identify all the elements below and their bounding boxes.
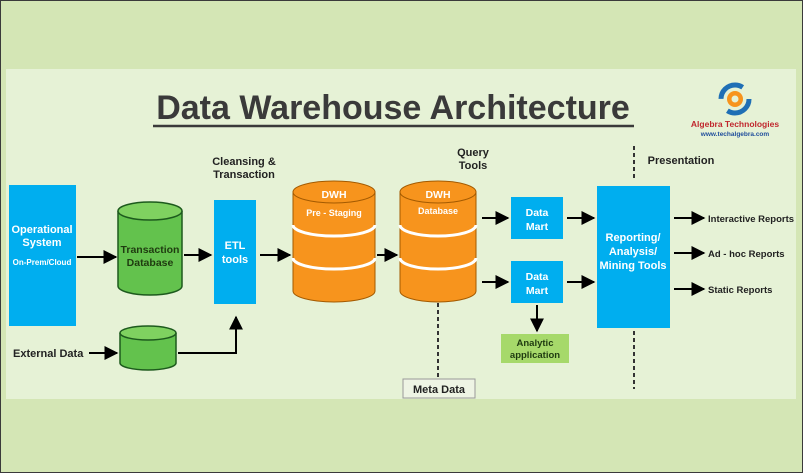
operational-system-line2: System [22,237,61,249]
output-interactive-reports: Interactive Reports [708,214,794,225]
logo-company-name: Algebra Technologies [691,119,779,129]
analytic-application-line2: application [510,350,560,361]
dwh-pre-staging-cylinder [291,180,377,303]
analytic-application-line1: Analytic [517,338,554,349]
output-adhoc-reports: Ad - hoc Reports [708,249,785,260]
algebra-technologies-logo-icon [718,82,752,116]
data-mart-box-top [511,197,563,239]
operational-system-box [9,185,76,326]
transaction-database-line1: Transaction [121,244,180,256]
dwh-database-cylinder [398,180,478,303]
transaction-database-line2: Database [127,257,174,269]
etl-tools-line1: ETL [225,240,246,252]
data-mart-bottom-line1: Data [526,271,549,283]
reporting-tools-line3: Mining Tools [599,260,666,272]
output-static-reports: Static Reports [708,285,772,296]
operational-system-line1: Operational [11,224,72,236]
page-title: Data Warehouse Architecture [156,89,630,127]
etl-tools-line2: tools [222,254,248,266]
data-mart-bottom-line2: Mart [526,285,549,297]
data-mart-top-line2: Mart [526,221,549,233]
analytic-application-box [501,334,569,363]
arrow-external-to-etl [178,315,243,354]
operational-system-line3: On-Prem/Cloud [13,258,72,267]
dwh-pre-staging-line2: Pre - Staging [306,208,362,218]
cleansing-label-line2: Transaction [213,169,275,181]
transaction-database-cylinder [117,201,183,296]
dwh-database-line1: DWH [425,189,450,201]
presentation-label: Presentation [648,155,715,167]
reporting-tools-box [597,186,670,328]
reporting-tools-line1: Reporting/ [606,232,661,244]
query-tools-label-line1: Query [457,147,490,159]
dwh-pre-staging-line1: DWH [321,189,346,201]
reporting-tools-line2: Analysis/ [609,246,657,258]
meta-data-label: Meta Data [413,384,466,396]
data-mart-top-line1: Data [526,207,549,219]
data-mart-box-bottom [511,261,563,303]
external-data-label: External Data [13,348,84,360]
external-data-cylinder [119,325,177,371]
query-tools-label-line2: Tools [459,160,488,172]
logo-url: www.techalgebra.com [700,131,770,138]
dwh-database-line2: Database [418,206,458,216]
cleansing-label-line1: Cleansing & [212,156,276,168]
etl-tools-box [214,200,256,304]
meta-data-box [402,378,476,399]
flow-arrows [77,211,706,360]
